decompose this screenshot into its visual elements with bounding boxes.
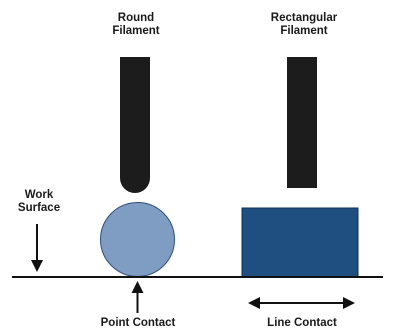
round-filament	[120, 57, 150, 193]
arrow-up-icon	[131, 281, 144, 313]
point-contact-label: Point Contact	[100, 317, 176, 329]
round-filament-label: Round Filament	[104, 12, 168, 38]
round-filament-label-line-1: Round	[117, 12, 155, 24]
line-contact-label: Line Contact	[267, 317, 337, 329]
work-surface-label-line-1: Work	[24, 189, 54, 201]
round-part	[100, 202, 175, 277]
round-filament-label-line-2: Filament	[112, 25, 160, 37]
arrow-down-icon	[31, 224, 43, 272]
rectangular-filament	[287, 57, 317, 188]
rectangular-filament-label-line-1: Rectangular	[270, 12, 338, 24]
rectangular-part	[241, 207, 359, 278]
rectangular-filament-label: Rectangular Filament	[259, 12, 349, 38]
work-surface-label-line-2: Surface	[17, 202, 61, 214]
work-surface-label: Work Surface	[11, 189, 67, 215]
rectangular-filament-label-line-2: Filament	[280, 25, 328, 37]
double-arrow-horizontal-icon	[248, 297, 355, 309]
